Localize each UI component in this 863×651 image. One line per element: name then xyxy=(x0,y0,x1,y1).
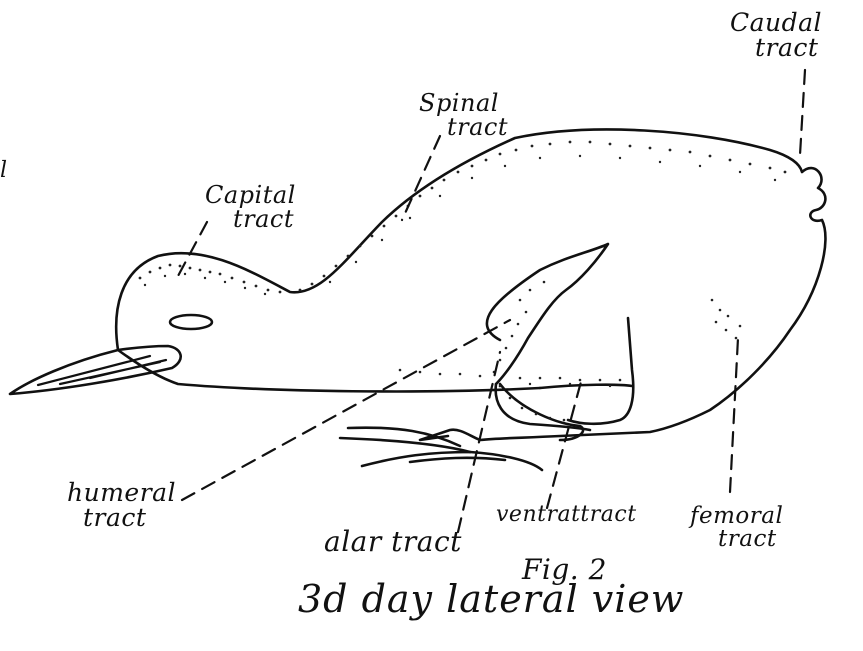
capital-tract-label-line1: Capital xyxy=(205,183,296,207)
caudal-tract-label-line1: Caudal xyxy=(730,10,822,35)
femoral-tract-stipple xyxy=(711,299,742,340)
caudal-tract-label-line2: tract xyxy=(730,35,822,60)
femoral-tract-label-line1: femoral xyxy=(690,505,783,528)
humeral-leader xyxy=(182,320,510,500)
spinal-tract-label-line1: Spinal xyxy=(419,91,508,115)
eye xyxy=(170,315,212,329)
alar-leader xyxy=(458,352,500,532)
ventral-tract-label: ventrattract xyxy=(496,504,637,526)
leg xyxy=(500,384,583,440)
femoral-leader xyxy=(730,338,738,492)
spinal-tract-label: Spinal tract xyxy=(419,91,508,139)
body-outline xyxy=(116,129,825,440)
alar-tract-label: alar tract xyxy=(324,528,462,556)
spinal-leader xyxy=(402,136,440,220)
figure-caption: 3d day lateral view xyxy=(298,580,684,618)
capital-tract-stipple xyxy=(139,264,282,296)
femoral-tract-label: femoral tract xyxy=(690,505,783,551)
capital-leader xyxy=(178,222,207,276)
beak xyxy=(10,346,181,394)
humeral-tract-label: humeral tract xyxy=(67,480,176,530)
caudal-leader xyxy=(800,70,805,155)
humeral-tract-label-line2: tract xyxy=(67,505,176,530)
ventral-leader xyxy=(547,378,582,508)
spinal-tract-label-line2: tract xyxy=(419,115,508,139)
humeral-tract-label-line1: humeral xyxy=(67,480,176,505)
capital-tract-label-line2: tract xyxy=(205,207,296,231)
edge-mark: l xyxy=(0,160,8,182)
caudal-tract-label: Caudal tract xyxy=(730,10,822,60)
wing xyxy=(487,244,608,384)
capital-tract-label: Capital tract xyxy=(205,183,296,231)
femoral-tract-label-line2: tract xyxy=(690,528,783,551)
